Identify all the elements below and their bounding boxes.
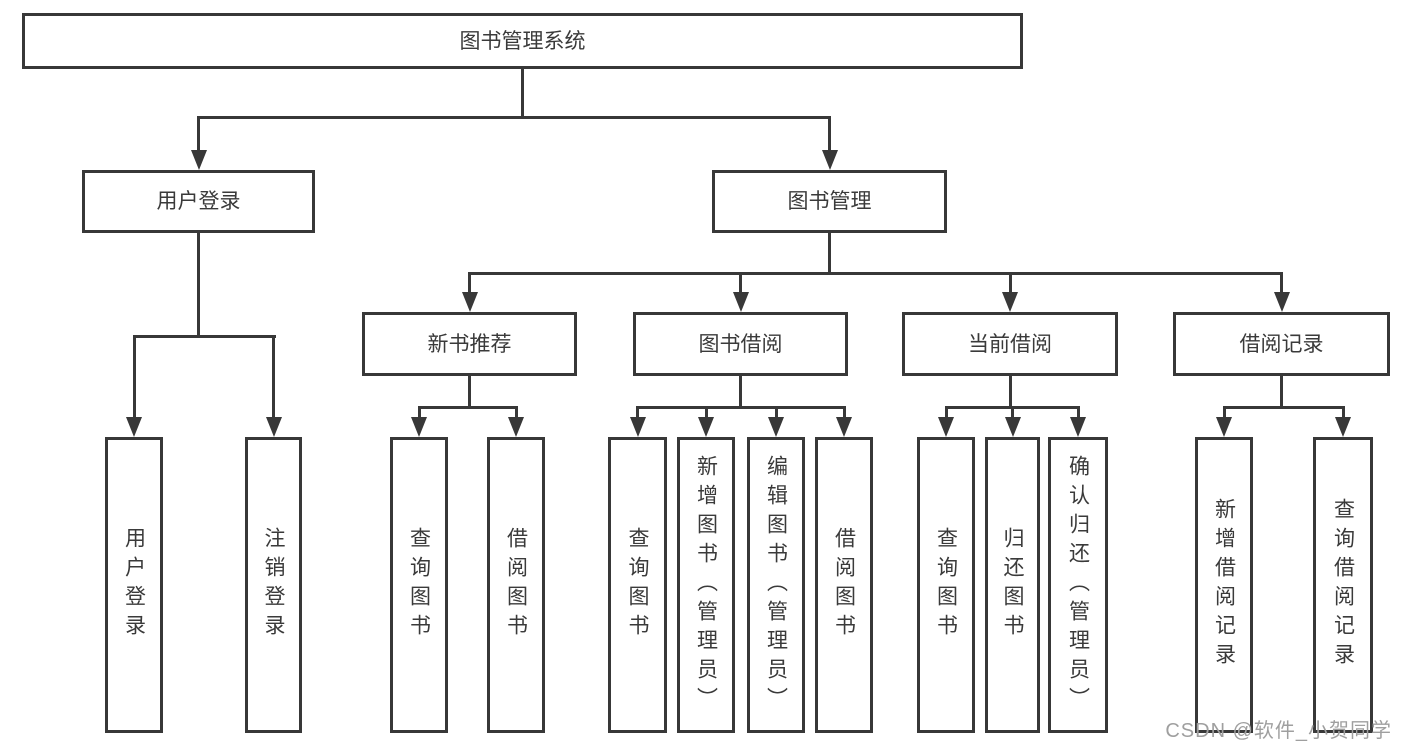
connector-drop xyxy=(843,406,846,423)
node-leaf-borrow-book-1: 借阅图书 xyxy=(487,437,545,733)
arrow-down-icon xyxy=(822,150,838,170)
node-book-mgmt: 图书管理 xyxy=(712,170,947,233)
connector-branch xyxy=(636,406,846,409)
node-leaf-confirm-return: 确认归还（管理员） xyxy=(1048,437,1108,733)
arrow-down-icon xyxy=(938,417,954,437)
node-label: 用户登录 xyxy=(122,527,146,643)
connector-stub xyxy=(739,376,742,409)
node-label: 确认归还（管理员） xyxy=(1066,454,1090,716)
node-root: 图书管理系统 xyxy=(22,13,1023,69)
node-leaf-edit-book: 编辑图书（管理员） xyxy=(747,437,805,733)
node-label: 借阅图书 xyxy=(504,527,528,643)
node-leaf-borrow-book-2: 借阅图书 xyxy=(815,437,873,733)
node-label: 借阅记录 xyxy=(1239,332,1324,356)
connector-stub xyxy=(521,69,524,119)
node-label: 查询图书 xyxy=(934,527,958,643)
node-leaf-logout: 注销登录 xyxy=(245,437,302,733)
node-current-borrow: 当前借阅 xyxy=(902,312,1118,376)
arrow-down-icon xyxy=(836,417,852,437)
node-label: 当前借阅 xyxy=(968,332,1052,356)
connector-stub xyxy=(468,376,471,409)
connector-drop xyxy=(468,272,471,298)
node-leaf-query-book-3: 查询图书 xyxy=(917,437,975,733)
node-label: 用户登录 xyxy=(156,190,241,213)
arrow-down-icon xyxy=(1070,417,1086,437)
connector-drop xyxy=(197,116,200,156)
arrow-down-icon xyxy=(768,417,784,437)
node-new-book-rec: 新书推荐 xyxy=(362,312,577,376)
connector-stub xyxy=(1009,376,1012,409)
node-label: 新增图书（管理员） xyxy=(694,454,718,716)
arrow-down-icon xyxy=(462,292,478,312)
connector-drop xyxy=(1223,406,1226,423)
connector-drop xyxy=(1280,272,1283,298)
node-leaf-query-book-1: 查询图书 xyxy=(390,437,448,733)
node-label: 查询图书 xyxy=(626,527,649,643)
node-label: 图书借阅 xyxy=(698,332,783,356)
node-label: 借阅图书 xyxy=(832,527,856,643)
connector-drop xyxy=(828,116,831,156)
connector-branch xyxy=(1223,406,1345,409)
connector-drop xyxy=(1077,406,1080,423)
node-leaf-user-login: 用户登录 xyxy=(105,437,163,733)
arrow-down-icon xyxy=(733,292,749,312)
arrow-down-icon xyxy=(630,417,646,437)
node-borrow-records: 借阅记录 xyxy=(1173,312,1390,376)
node-label: 查询图书 xyxy=(407,527,431,643)
connector-drop xyxy=(775,406,778,423)
arrow-down-icon xyxy=(126,417,142,437)
connector-branch xyxy=(197,116,831,119)
connector-drop xyxy=(515,406,518,423)
arrow-down-icon xyxy=(508,417,524,437)
arrow-down-icon xyxy=(266,417,282,437)
connector-branch xyxy=(418,406,518,409)
arrow-down-icon xyxy=(1274,292,1290,312)
connector-drop xyxy=(1342,406,1345,423)
connector-branch xyxy=(468,272,1283,275)
arrow-down-icon xyxy=(411,417,427,437)
connector-drop xyxy=(133,335,136,423)
node-book-borrow: 图书借阅 xyxy=(633,312,848,376)
node-label: 新增借阅记录 xyxy=(1212,498,1236,672)
connector-stub xyxy=(1280,376,1283,409)
node-label: 注销登录 xyxy=(262,527,285,643)
connector-drop xyxy=(945,406,948,423)
node-user-login: 用户登录 xyxy=(82,170,315,233)
connector-drop xyxy=(705,406,708,423)
connector-branch xyxy=(133,335,276,338)
watermark: CSDN @软件_小贺同学 xyxy=(1165,720,1392,742)
arrow-down-icon xyxy=(1335,417,1351,437)
node-label: 归还图书 xyxy=(1001,527,1024,643)
node-leaf-return-book: 归还图书 xyxy=(985,437,1040,733)
node-label: 图书管理系统 xyxy=(459,29,586,53)
arrow-down-icon xyxy=(191,150,207,170)
arrow-down-icon xyxy=(698,417,714,437)
connector-stub xyxy=(197,233,200,338)
connector-stub xyxy=(828,233,831,275)
node-label: 编辑图书（管理员） xyxy=(764,454,788,716)
arrow-down-icon xyxy=(1005,417,1021,437)
arrow-down-icon xyxy=(1002,292,1018,312)
connector-drop xyxy=(272,335,275,423)
node-label: 新书推荐 xyxy=(427,332,512,356)
node-label: 查询借阅记录 xyxy=(1331,498,1355,672)
connector-drop xyxy=(418,406,421,423)
node-label: 图书管理 xyxy=(787,190,872,213)
node-leaf-add-book: 新增图书（管理员） xyxy=(677,437,735,733)
node-leaf-add-borrow-record: 新增借阅记录 xyxy=(1195,437,1253,733)
connector-drop xyxy=(1009,272,1012,298)
connector-drop xyxy=(1011,406,1014,423)
arrow-down-icon xyxy=(1216,417,1232,437)
node-leaf-query-borrow-record: 查询借阅记录 xyxy=(1313,437,1373,733)
connector-drop xyxy=(636,406,639,423)
connector-drop xyxy=(739,272,742,298)
node-leaf-query-book-2: 查询图书 xyxy=(608,437,667,733)
